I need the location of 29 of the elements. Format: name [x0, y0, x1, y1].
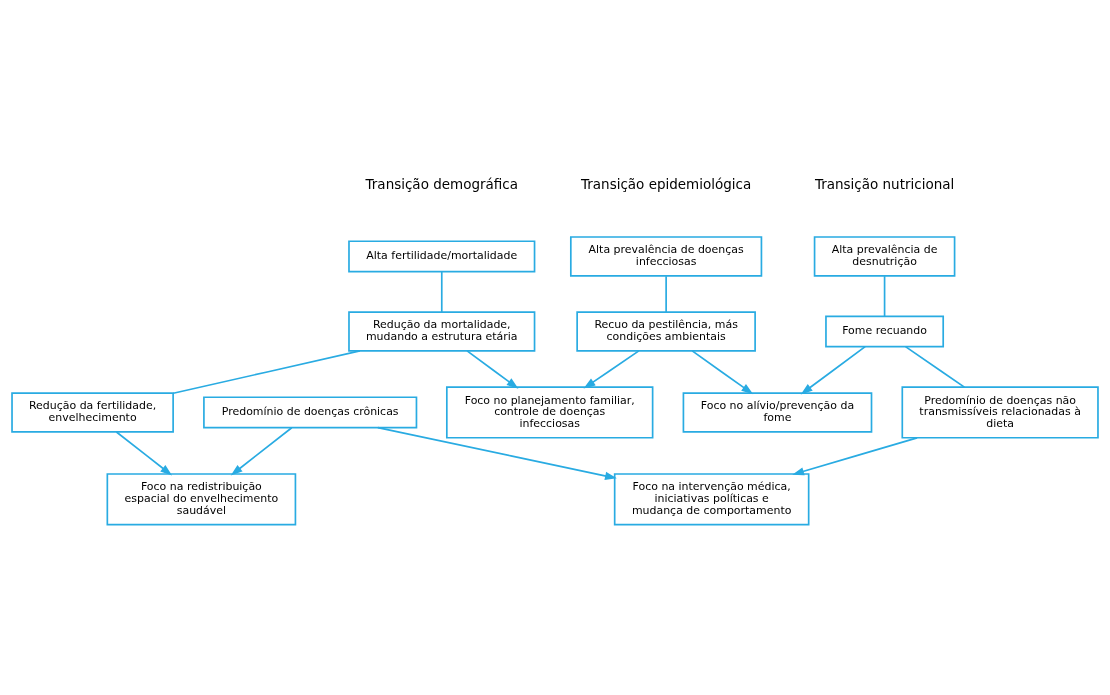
- arrow: [800, 345, 867, 395]
- node-box: Foco no planejamento familiar, controle de doenças infecciosas: [446, 386, 654, 439]
- node-box: Predomínio de doenças não transmissíveis relacionadas à dieta: [901, 386, 1099, 439]
- node-box: Alta prevalência de doenças infecciosas: [569, 236, 763, 277]
- arrow: [466, 350, 519, 389]
- connector: [904, 345, 966, 388]
- node-box: Foco na intervenção médica, iniciativas políticas e mudança de comportamento: [613, 473, 810, 526]
- node-box: Alta fertilidade/mortalidade: [348, 240, 536, 273]
- connector: [172, 350, 361, 395]
- label: Transição epidemiológica: [581, 175, 752, 192]
- connector: [665, 275, 667, 313]
- node-box: Predomínio de doenças crônicas: [203, 396, 418, 429]
- node-box: Redução da mortalidade, mudando a estrutura etária: [348, 311, 536, 352]
- label: Transição nutricional: [814, 175, 955, 192]
- arrow: [583, 350, 640, 389]
- node-box: Fome recuando: [825, 315, 945, 348]
- node-box: Recuo da pestilência, más condições ambientais: [576, 311, 756, 352]
- label: Transição demográfica: [365, 175, 518, 192]
- arrow: [691, 350, 754, 395]
- node-box: Foco na redistribuição espacial do envelhecimento saudável: [106, 473, 297, 526]
- arrow: [377, 426, 617, 480]
- arrow: [115, 431, 173, 476]
- connector: [440, 270, 443, 313]
- arrow: [792, 436, 918, 476]
- node-box: Foco no alívio/prevenção da fome: [682, 392, 873, 433]
- node-box: Redução da fertilidade, envelhecimento: [11, 392, 174, 433]
- node-box: Alta prevalência de desnutrição: [813, 236, 956, 277]
- arrow: [230, 426, 293, 476]
- connector: [883, 275, 886, 318]
